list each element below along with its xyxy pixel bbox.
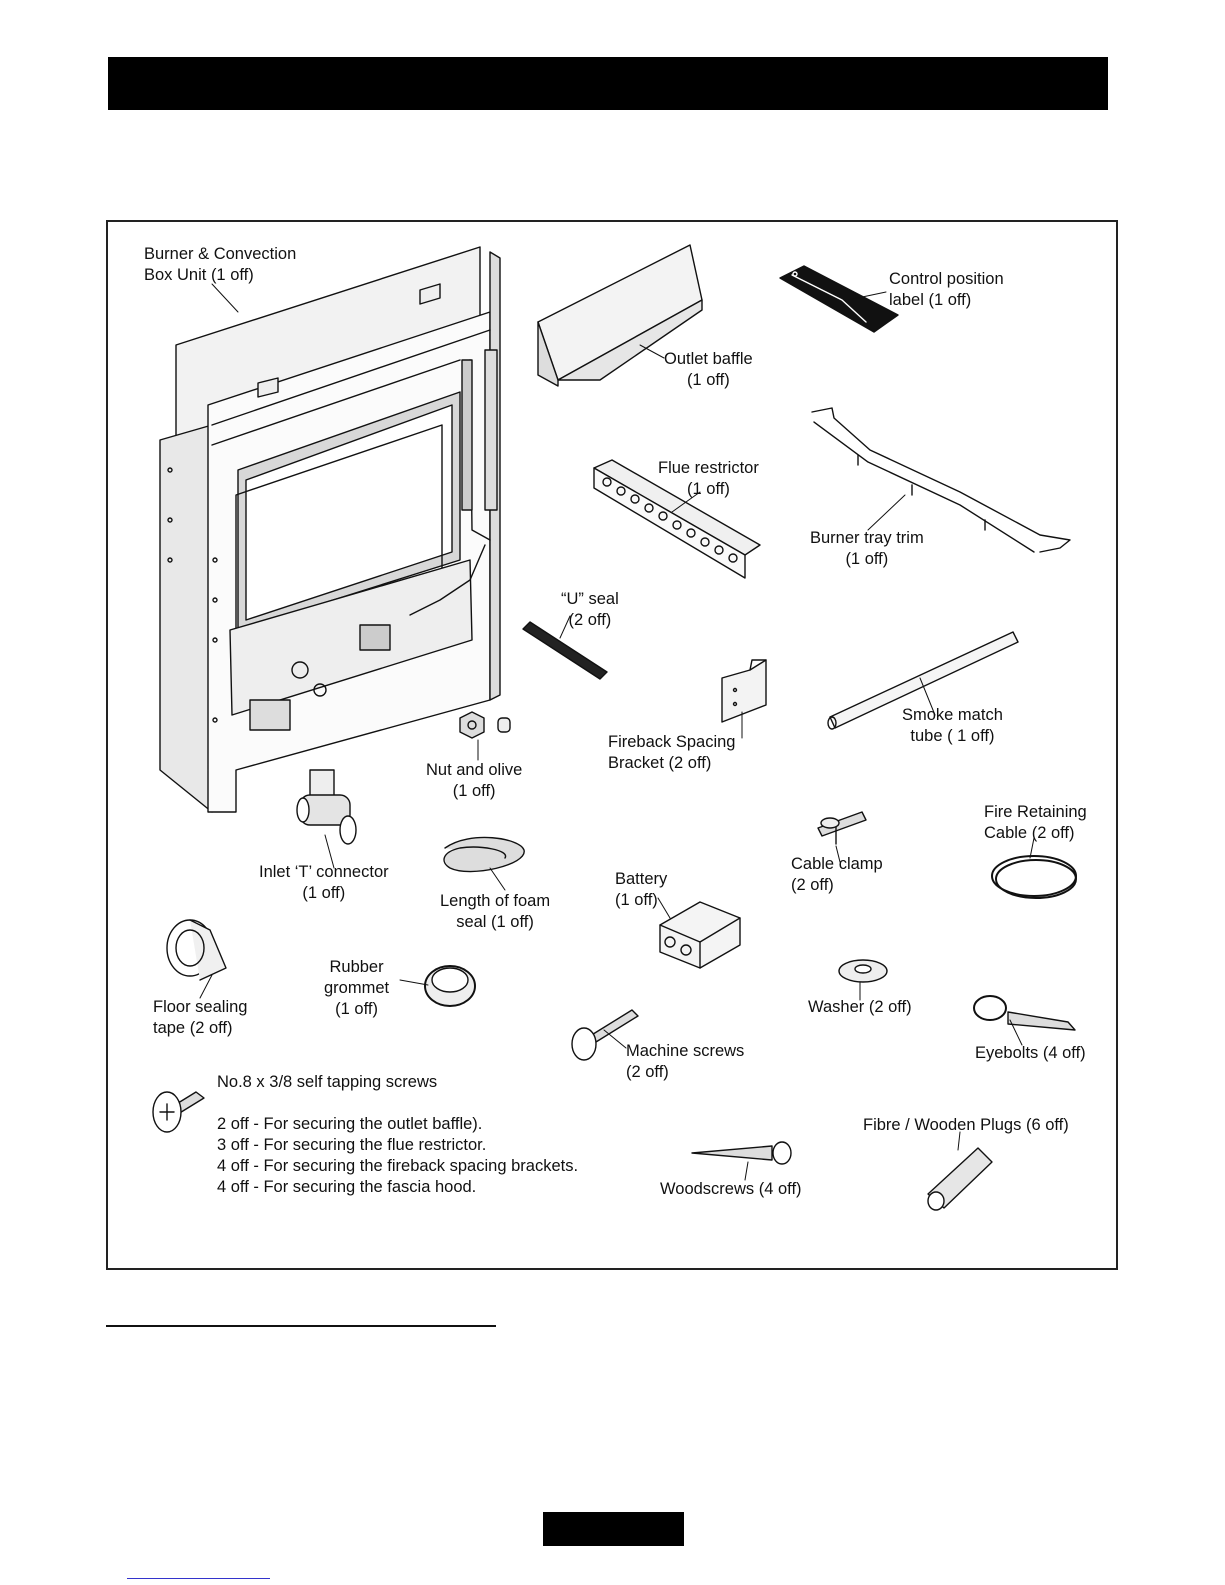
- control-label-illustration: [780, 266, 898, 332]
- label-battery: Battery (1 off): [615, 870, 668, 909]
- label-inlet-t: Inlet ‘T’ connector (1 off): [259, 863, 389, 902]
- burner-box-illustration: [160, 247, 500, 812]
- label-u-seal: “U” seal (2 off): [561, 590, 619, 629]
- outlet-baffle-illustration: [538, 245, 702, 386]
- fire-cable-illustration: [992, 856, 1076, 898]
- label-machine-screws: Machine screws (2 off): [626, 1042, 745, 1081]
- label-outlet-baffle: Outlet baffle (1 off): [664, 350, 753, 389]
- inlet-t-illustration: [297, 770, 356, 844]
- eyebolt-illustration: [974, 996, 1075, 1030]
- burner-tray-trim-illustration: [812, 408, 1070, 552]
- label-cable-clamp: Cable clamp (2 off): [791, 855, 883, 894]
- label-eyebolts: Eyebolts (4 off): [975, 1044, 1086, 1062]
- screws-note-line: 2 off - For securing the outlet baffle).: [217, 1115, 483, 1133]
- machine-screw-illustration: [572, 1010, 638, 1060]
- label-control-position: Control position label (1 off): [889, 270, 1004, 309]
- section-rule: [106, 1325, 496, 1327]
- battery-illustration: [660, 902, 740, 968]
- label-woodscrews: Woodscrews (4 off): [660, 1180, 802, 1198]
- label-burner-tray-trim: Burner tray trim (1 off): [810, 529, 924, 568]
- self-tapping-screw-icon: [153, 1092, 204, 1132]
- u-seal-illustration: [523, 622, 607, 679]
- bottom-link-underline[interactable]: [127, 1578, 270, 1579]
- washer-illustration: [839, 960, 887, 982]
- cable-clamp-illustration: [818, 812, 866, 844]
- screws-note-line: 4 off - For securing the fireback spacin…: [217, 1157, 579, 1175]
- foam-seal-illustration: [444, 837, 524, 871]
- label-floor-tape: Floor sealing tape (2 off): [153, 998, 248, 1037]
- page-number-box: [543, 1512, 684, 1546]
- header-bar: [108, 57, 1108, 110]
- smoke-tube-illustration: [828, 632, 1018, 729]
- label-foam-seal: Length of foam seal (1 off): [440, 892, 551, 931]
- floor-tape-illustration: [167, 920, 226, 980]
- fibre-plug-illustration: [928, 1148, 992, 1210]
- leader-lines: [200, 284, 1034, 1180]
- screws-note-title: No.8 x 3/8 self tapping screws: [217, 1073, 438, 1091]
- label-grommet: Rubber grommet (1 off): [324, 958, 390, 1018]
- fireback-bracket-illustration: [722, 660, 766, 722]
- label-nut-olive: Nut and olive (1 off): [426, 761, 523, 800]
- label-plugs: Fibre / Wooden Plugs (6 off): [863, 1116, 1069, 1134]
- label-fireback-bracket: Fireback Spacing Bracket (2 off): [608, 733, 736, 772]
- screws-note: No.8 x 3/8 self tapping screws 2 off - F…: [217, 1072, 578, 1198]
- screws-note-line: 4 off - For securing the fascia hood.: [217, 1178, 477, 1196]
- screws-note-line: 3 off - For securing the flue restrictor…: [217, 1136, 487, 1154]
- label-washer: Washer (2 off): [808, 998, 912, 1016]
- flue-restrictor-illustration: [594, 460, 760, 578]
- label-burner-box: Burner & Convection Box Unit (1 off): [144, 245, 297, 284]
- nut-olive-illustration: [460, 712, 510, 738]
- woodscrew-illustration: [692, 1142, 791, 1164]
- grommet-illustration: [425, 966, 475, 1006]
- label-fire-cable: Fire Retaining Cable (2 off): [984, 803, 1087, 842]
- label-smoke-tube: Smoke match tube ( 1 off): [902, 706, 1003, 745]
- label-flue-restrictor: Flue restrictor (1 off): [658, 459, 759, 498]
